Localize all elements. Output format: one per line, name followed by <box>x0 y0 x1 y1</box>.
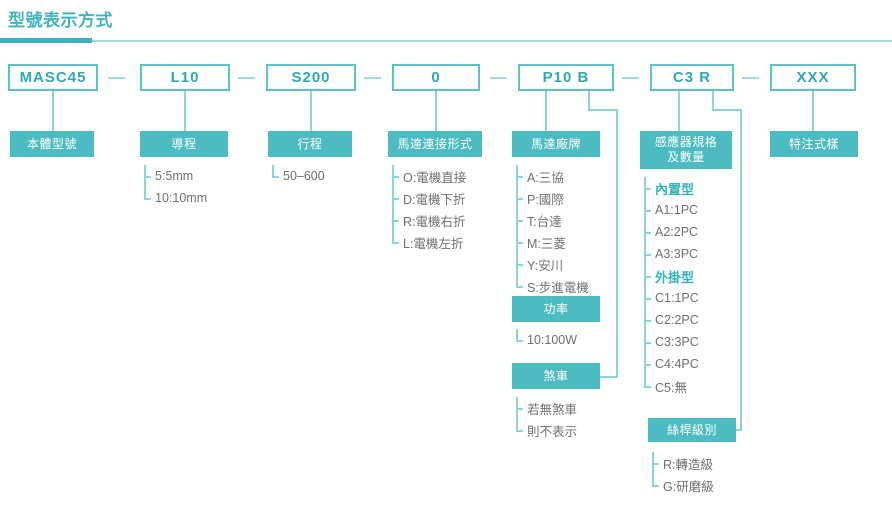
list-item: R:電機右折 <box>392 209 466 231</box>
connector-special <box>812 91 814 131</box>
list-item: C4:4PC <box>644 353 699 375</box>
page-title: 型號表示方式 <box>8 11 113 30</box>
list-item: S:步進電機 <box>516 275 589 297</box>
label-box-lead[interactable]: 導程 <box>140 131 228 157</box>
option-list-power: 10:100W <box>516 329 577 351</box>
label-box-brake[interactable]: 煞車 <box>512 363 600 389</box>
list-item: 若無煞車 <box>516 397 577 419</box>
label-box-screw-grade[interactable]: 絲桿級別 <box>648 418 736 442</box>
list-item: Y:安川 <box>516 253 589 275</box>
list-item: T:台達 <box>516 209 589 231</box>
connector-motor-mount <box>435 91 437 131</box>
list-item: 50–600 <box>272 165 325 187</box>
label-box-stroke[interactable]: 行程 <box>268 131 352 157</box>
list-item: C3:3PC <box>644 331 699 353</box>
separator-dash-4 <box>490 77 507 79</box>
list-item: P:國際 <box>516 187 589 209</box>
list-item: 內置型 <box>644 177 699 199</box>
connector-screw-seg-right <box>712 109 742 111</box>
option-spine <box>392 165 394 242</box>
label-box-sensor[interactable]: 感應器規格 及數量 <box>640 131 732 169</box>
option-spine <box>652 452 654 485</box>
list-item: 外掛型 <box>644 265 699 287</box>
list-item: C2:2PC <box>644 309 699 331</box>
code-box-stroke[interactable]: S200 <box>266 64 356 91</box>
title-underline-accent <box>0 38 92 43</box>
label-box-power[interactable]: 功率 <box>512 296 600 322</box>
connector-brake-seg-down2 <box>616 109 618 378</box>
list-item: G:研磨級 <box>652 474 714 496</box>
separator-dash-2 <box>238 77 255 79</box>
label-box-body-model[interactable]: 本體型號 <box>10 131 94 157</box>
label-box-special[interactable]: 特注式樣 <box>770 131 858 157</box>
list-item: L:電機左折 <box>392 231 466 253</box>
separator-dash-6 <box>742 77 759 79</box>
connector-screw-seg-down2 <box>740 109 742 431</box>
code-box-lead[interactable]: L10 <box>140 64 230 91</box>
list-item: A:三協 <box>516 165 589 187</box>
code-box-body-model[interactable]: MASC45 <box>8 64 98 91</box>
label-box-motor-brand[interactable]: 馬達廠牌 <box>512 131 600 157</box>
list-item: 5:5mm <box>144 165 207 187</box>
list-item: A2:2PC <box>644 221 699 243</box>
connector-stroke <box>310 91 312 131</box>
option-spine <box>516 165 518 286</box>
option-list-screw-grade: R:轉造級 G:研磨級 <box>652 452 714 496</box>
option-spine <box>144 165 146 198</box>
list-item: R:轉造級 <box>652 452 714 474</box>
separator-dash-1 <box>108 77 125 79</box>
list-item: 10:10mm <box>144 187 207 209</box>
connector-brake-seg-down1 <box>588 91 590 109</box>
label-box-motor-mount[interactable]: 馬達連接形式 <box>388 131 482 157</box>
list-item: C5:無 <box>644 375 699 397</box>
separator-dash-5 <box>622 77 639 79</box>
list-item: O:電機直接 <box>392 165 466 187</box>
connector-screw-seg-down1 <box>712 91 714 109</box>
code-box-sensor[interactable]: C3 R <box>650 64 734 91</box>
separator-dash-3 <box>364 77 381 79</box>
list-item: A3:3PC <box>644 243 699 265</box>
list-item: M:三菱 <box>516 231 589 253</box>
connector-lead <box>184 91 186 131</box>
list-item: 則不表示 <box>516 419 577 441</box>
option-spine <box>516 397 518 430</box>
option-spine <box>516 329 518 340</box>
code-box-motor-mount[interactable]: 0 <box>392 64 480 91</box>
option-list-sensor: 內置型 A1:1PC A2:2PC A3:3PC 外掛型 C1:1PC C2:2… <box>644 177 699 397</box>
list-item: C1:1PC <box>644 287 699 309</box>
list-item: 10:100W <box>516 329 577 351</box>
option-list-lead: 5:5mm 10:10mm <box>144 165 207 209</box>
option-spine <box>272 165 274 176</box>
option-spine <box>644 177 646 386</box>
list-item: A1:1PC <box>644 199 699 221</box>
connector-motor-brand <box>545 91 547 131</box>
list-item: D:電機下折 <box>392 187 466 209</box>
title-underline-light <box>0 40 892 42</box>
connector-sensor <box>678 91 680 131</box>
option-list-motor-mount: O:電機直接 D:電機下折 R:電機右折 L:電機左折 <box>392 165 466 253</box>
option-list-motor-brand: A:三協 P:國際 T:台達 M:三菱 Y:安川 S:步進電機 <box>516 165 589 297</box>
code-box-motor-brand[interactable]: P10 B <box>518 64 614 91</box>
connector-brake-seg-right <box>588 109 618 111</box>
connector-body-model <box>52 91 54 131</box>
code-box-special[interactable]: XXX <box>770 64 856 91</box>
option-list-stroke: 50–600 <box>272 165 325 187</box>
option-list-brake: 若無煞車 則不表示 <box>516 397 577 441</box>
